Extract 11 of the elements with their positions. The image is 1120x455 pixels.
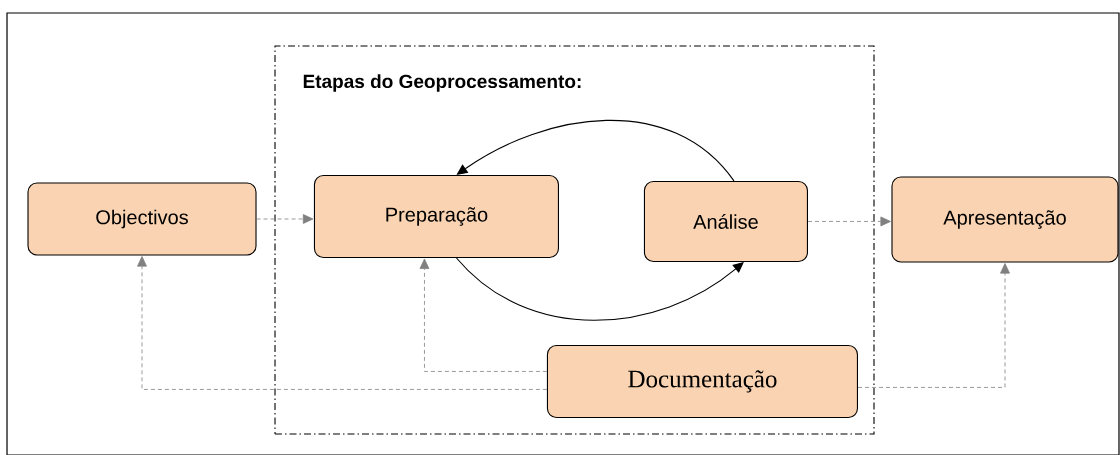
arrow xyxy=(807,216,891,227)
arrow xyxy=(857,263,1010,388)
arrow xyxy=(137,256,548,390)
process-box: Objectivos xyxy=(27,182,257,256)
process-box: Preparação xyxy=(313,174,559,258)
process-box: Análise xyxy=(643,180,808,262)
process-box: Apresentação xyxy=(891,176,1119,263)
process-box: Documentação xyxy=(546,344,858,418)
arrow xyxy=(419,258,548,372)
arrow xyxy=(455,257,744,321)
arrow xyxy=(256,214,314,224)
